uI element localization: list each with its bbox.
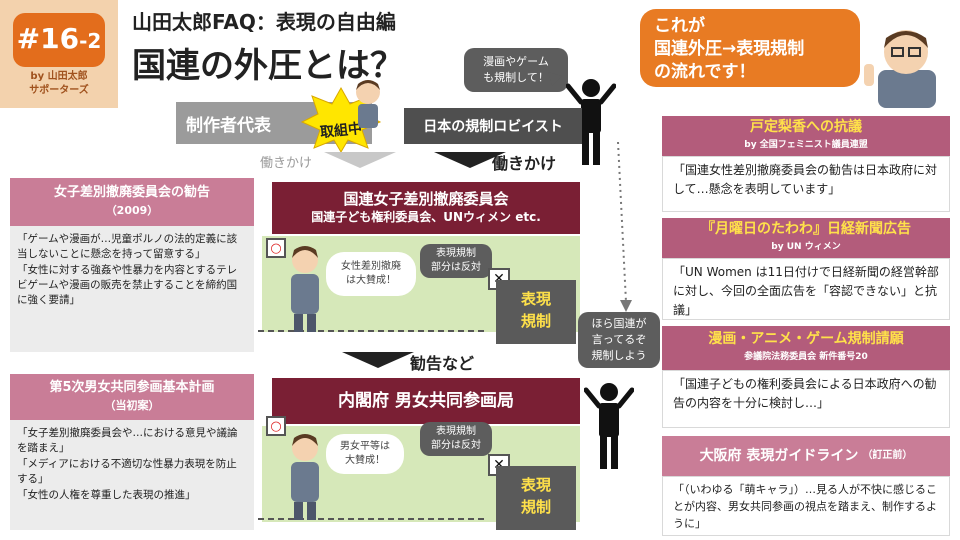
influence-label-light: 働きかけ bbox=[260, 156, 313, 171]
un-committee-header: 国連女子差別撤廃委員会 国連子ども権利委員会、UNウィメン etc. bbox=[272, 182, 580, 234]
un-oppose-bubble: 表現規制 部分は反対 bbox=[420, 244, 492, 278]
left-panel-2-body: 「女子差別撤廃委員会や…における意見や議論を踏まえ」 「メディアにおける不適切な… bbox=[10, 420, 254, 530]
left-panel-2-subtitle: （当初案） bbox=[104, 399, 160, 412]
creator-figure-icon bbox=[291, 246, 319, 332]
left-panel-2-title: 第5次男女共同参画基本計画 bbox=[49, 380, 215, 395]
un-committee-subtitle: 国連子ども権利委員会、UNウィメン etc. bbox=[311, 210, 541, 224]
regulation-label-2: 表現 規制 bbox=[496, 466, 576, 530]
regulation-label-1: 表現 規制 bbox=[496, 280, 576, 344]
lobbyist-box: 日本の規制ロビイスト bbox=[404, 108, 582, 144]
approve-sign-icon: ○ bbox=[266, 416, 286, 436]
left-panel-2-paragraph: 「メディアにおける不適切な性暴力表現を防止する」 bbox=[17, 458, 237, 485]
government-figure-icon bbox=[584, 383, 634, 469]
left-panel-1-body: 「ゲームや漫画が…児童ポルノの法的定義に該当しないことに懸念を持って留意する」 … bbox=[10, 226, 254, 352]
right-panel-2-header: 『月曜日のたわわ』日経新聞広告 by UN ウィメン bbox=[662, 218, 950, 258]
callout-line2: 国連外圧→表現規制 bbox=[654, 39, 805, 59]
lobbyist-speech-bubble: 漫画やゲーム も規制して！ bbox=[464, 48, 568, 92]
influence-arrow bbox=[434, 152, 506, 168]
badge-credit: by 山田太郎 サポーターズ bbox=[0, 70, 118, 98]
dashed-divider bbox=[258, 330, 484, 332]
cabinet-office-title: 内閣府 男女共同参画局 bbox=[338, 391, 514, 411]
right-panel-3-body: 「国連子どもの権利委員会による日本政府への勧告の内容を十分に検討し…」 bbox=[662, 370, 950, 428]
right-panel-2-title: 『月曜日のたわわ』日経新聞広告 bbox=[701, 221, 911, 237]
callout-line3: の流れです！ bbox=[654, 62, 756, 82]
right-panel-1-header: 戸定梨香への抗議 by 全国フェミニスト議員連盟 bbox=[662, 116, 950, 156]
presenter-avatar-icon bbox=[864, 30, 936, 108]
un-speech-bubble: 女性差別撤廃 は大賛成！ bbox=[326, 252, 416, 296]
lobbyist-figure-icon bbox=[566, 79, 616, 165]
right-panel-3-subtitle: 参議院法務委員会 新件番号20 bbox=[744, 352, 868, 362]
lobbyist-label: 日本の規制ロビイスト bbox=[423, 119, 563, 135]
un-committee-title: 国連女子差別撤廃委員会 bbox=[343, 190, 509, 208]
dotted-connector bbox=[617, 142, 632, 312]
cabinet-oppose-bubble: 表現規制 部分は反対 bbox=[420, 422, 492, 456]
left-panel-2-paragraph: 「女性の人権を尊重した表現の推進」 bbox=[17, 489, 196, 501]
badge-credit-line1: by 山田太郎 bbox=[30, 71, 88, 82]
episode-number-sub: -2 bbox=[79, 29, 102, 53]
approve-sign-icon: ○ bbox=[266, 238, 286, 258]
creator-rep-label: 制作者代表 bbox=[186, 115, 271, 136]
left-panel-1-paragraph: 「ゲームや漫画が…児童ポルノの法的定義に該当しないことに懸念を持って留意する」 bbox=[17, 233, 238, 260]
recommendation-label: 勧告など bbox=[410, 354, 475, 373]
right-panel-4-header: 大阪府 表現ガイドライン（訂正前） bbox=[662, 436, 950, 476]
left-panel-1-paragraph: 「女性に対する強姦や性暴力を内容とするテレビゲームや漫画の販売を禁止することを締… bbox=[17, 264, 238, 306]
left-panel-1-header: 女子差別撤廃委員会の勧告 （2009） bbox=[10, 178, 254, 226]
right-panel-1-title: 戸定梨香への抗議 bbox=[750, 119, 862, 135]
callout-line1: これが bbox=[654, 16, 705, 36]
right-panel-1-subtitle: by 全国フェミニスト議員連盟 bbox=[744, 140, 868, 150]
creator-avatar-icon bbox=[356, 80, 380, 128]
speech-tail bbox=[548, 72, 562, 86]
page-subtitle: 山田太郎FAQ：表現の自由編 bbox=[132, 10, 396, 34]
dashed-divider bbox=[258, 518, 484, 520]
right-panel-2-body: 「UN Women は11日付けで日経新聞の経営幹部に対し、今回の全面広告を「容… bbox=[662, 258, 950, 320]
right-panel-1-body: 「国連女性差別撤廃委員会の勧告は日本政府に対して…懸念を表明しています」 bbox=[662, 156, 950, 212]
page-title: 国連の外圧とは？ bbox=[132, 46, 404, 86]
left-panel-1-title: 女子差別撤廃委員会の勧告 bbox=[53, 185, 210, 200]
right-panel-3-header: 漫画・アニメ・ゲーム規制請願 参議院法務委員会 新件番号20 bbox=[662, 326, 950, 370]
right-panel-3-title: 漫画・アニメ・ゲーム規制請願 bbox=[708, 331, 904, 347]
left-panel-1-subtitle: （2009） bbox=[105, 204, 159, 217]
badge-credit-line2: サポーターズ bbox=[29, 85, 89, 96]
recommendation-arrow bbox=[342, 352, 414, 368]
summary-callout: これが 国連外圧→表現規制 の流れです！ bbox=[640, 9, 860, 87]
right-panel-4-title: 大阪府 表現ガイドライン bbox=[699, 448, 859, 464]
influence-label: 働きかけ bbox=[492, 154, 557, 173]
influence-arrow-light bbox=[324, 152, 396, 168]
episode-number-main: #16 bbox=[16, 22, 80, 55]
left-panel-2-paragraph: 「女子差別撤廃委員会や…における意見や議論を踏まえ」 bbox=[17, 427, 238, 454]
left-panel-2-header: 第5次男女共同参画基本計画 （当初案） bbox=[10, 374, 254, 420]
right-panel-4-subtitle: （訂正前） bbox=[862, 450, 913, 461]
government-speech-bubble: ほら国連が 言ってるぞ 規制しよう bbox=[578, 312, 660, 368]
right-panel-4-body: 「（いわゆる「萌キャラ」）…見る人が不快に感じることが内容、男女共同参画の視点を… bbox=[662, 476, 950, 536]
cabinet-speech-bubble: 男女平等は 大賛成！ bbox=[326, 434, 404, 474]
right-panel-2-subtitle: by UN ウィメン bbox=[771, 242, 841, 252]
creator-figure-icon bbox=[291, 434, 319, 520]
cabinet-office-header: 内閣府 男女共同参画局 bbox=[272, 378, 580, 424]
episode-number: #16-2 bbox=[13, 13, 105, 67]
